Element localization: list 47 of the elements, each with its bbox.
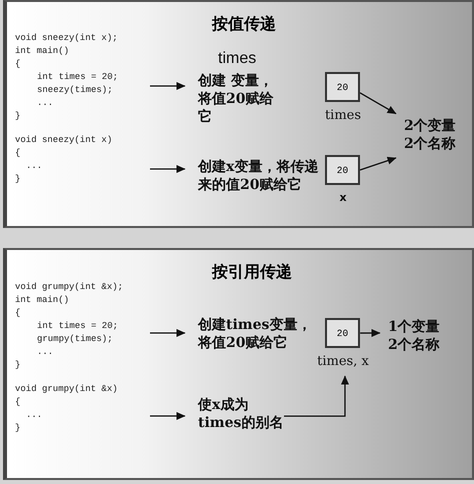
code-line: void sneezy(int x) [15,134,112,147]
arrow [150,82,186,90]
code-line: { [15,396,20,409]
code-line: ... [26,160,42,173]
description-text: 使x成为times的别名 [196,396,284,432]
code-line: int main() [15,45,70,58]
variable-label: x [338,191,348,204]
arrow [360,329,380,338]
code-line: int times = 20; [37,71,118,84]
arrow [150,328,186,337]
code-line: { [15,58,20,71]
arrow [284,376,349,417]
code-line: } [15,359,20,372]
code-line: } [15,110,20,123]
code-line: void grumpy(int &x); [15,281,124,294]
value-box: 20 [325,72,360,102]
panel-title: 按引用传递 [212,262,292,283]
value-box: 20 [325,155,360,185]
arrow [150,164,186,173]
code-line: { [15,147,20,160]
code-line: void grumpy(int &x) [15,383,118,396]
variable-label: times [324,108,362,123]
code-line: grumpy(times); [37,333,113,346]
code-line: sneezy(times); [37,84,113,97]
value-box: 20 [325,318,360,348]
arrow [360,156,396,171]
panel-title: 按值传递 [212,14,276,35]
arrow [150,412,186,420]
description-text: 创建x变量，将传递来的值20赋给它 [196,158,320,194]
code-line: ... [37,97,54,110]
description-text: 2个变量2个名称 [403,117,457,153]
variable-name: times [218,50,258,68]
code-line: int times = 20; [37,320,118,333]
description-text: 创建 变量，将值20赋给它 [196,72,274,126]
panel [3,248,474,480]
description-text: 创建times变量，将值20赋给它 [196,316,312,352]
code-line: } [15,422,20,435]
code-line: { [15,307,20,320]
code-line: ... [37,346,54,359]
variable-label: times, x [316,354,370,369]
panel [3,0,474,228]
code-line: } [15,173,20,186]
code-line: ... [26,409,42,422]
code-line: void sneezy(int x); [15,32,118,45]
arrow [360,92,396,114]
code-line: int main() [15,294,70,307]
description-text: 1个变量2个名称 [387,318,441,354]
